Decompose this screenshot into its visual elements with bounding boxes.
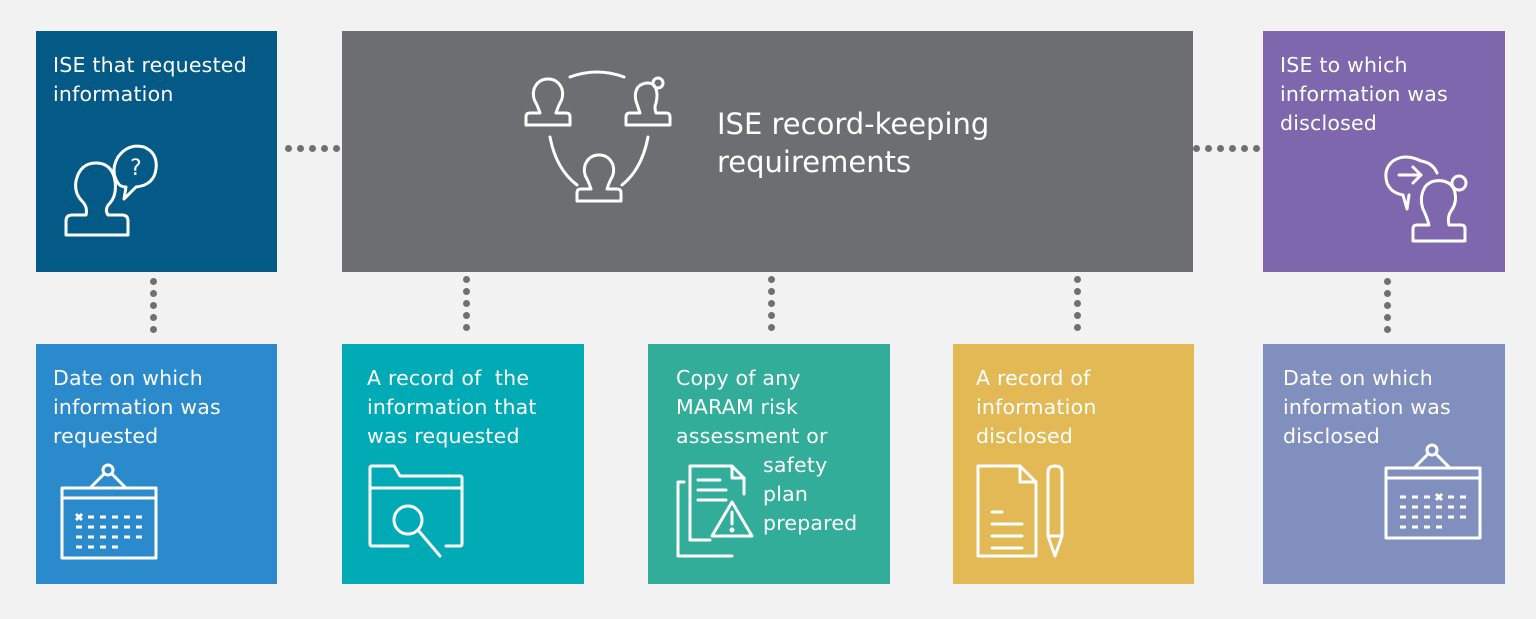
ise-requested-label: ISE that requested information: [53, 53, 247, 106]
svg-text:?: ?: [130, 156, 142, 181]
record-requested-label: A record of the information that was req…: [367, 366, 537, 448]
connector-right: [1193, 144, 1260, 152]
folder-search-icon: [368, 464, 468, 560]
ise-disclosed-label: ISE to which information was disclosed: [1280, 53, 1448, 135]
connector-left: [285, 144, 340, 152]
record-requested-box: A record of the information that was req…: [342, 344, 584, 584]
connector-v1: [149, 278, 157, 333]
document-warning-icon: [676, 464, 766, 560]
connector-v4: [1073, 276, 1081, 331]
date-disclosed-box: Date on which information was disclosed: [1263, 344, 1505, 584]
maram-copy-label: Copy of any MARAM risk assessment or: [676, 366, 828, 448]
date-disclosed-label: Date on which information was disclosed: [1283, 366, 1451, 448]
ise-requested-box: ISE that requested information ?: [36, 31, 277, 272]
maram-copy-label-cont: safety plan prepared: [763, 453, 858, 535]
calendar-icon: [60, 463, 160, 560]
people-network-icon: [522, 69, 672, 209]
ise-disclosed-box: ISE to which information was disclosed: [1263, 31, 1505, 272]
record-disclosed-box: A record of information disclosed: [953, 344, 1194, 584]
connector-v3: [767, 276, 775, 331]
center-title: ISE record-keeping requirements: [717, 107, 990, 179]
calendar-icon: [1384, 443, 1484, 540]
connector-v2: [462, 276, 470, 331]
person-disclose-icon: [1383, 153, 1483, 248]
date-requested-label: Date on which information was requested: [53, 366, 221, 448]
record-keeping-box: ISE record-keeping requirements: [342, 31, 1193, 272]
connector-v5: [1383, 278, 1391, 333]
document-pen-icon: [976, 464, 1076, 560]
record-disclosed-label: A record of information disclosed: [976, 366, 1097, 448]
date-requested-box: Date on which information was requested: [36, 344, 277, 584]
person-question-icon: ?: [60, 141, 160, 241]
maram-copy-box: Copy of any MARAM risk assessment or saf…: [648, 344, 890, 584]
